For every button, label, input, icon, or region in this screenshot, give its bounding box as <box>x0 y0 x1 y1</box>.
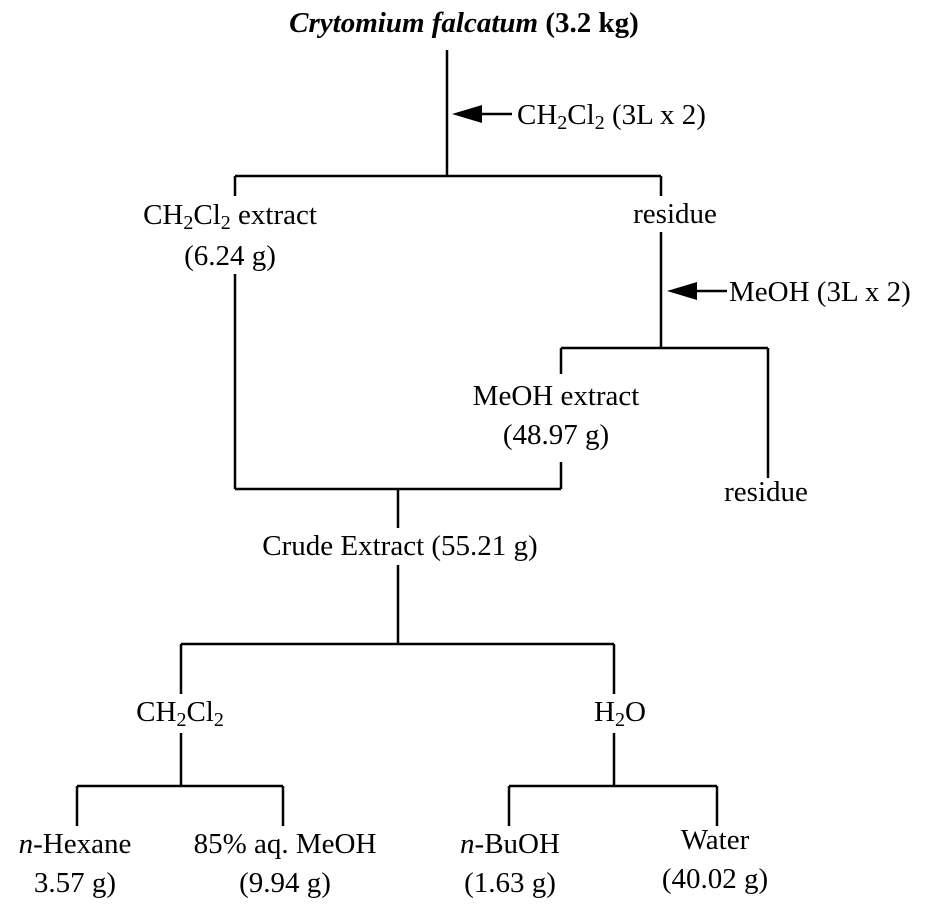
water-fraction-label: Water <box>680 824 750 856</box>
meoh-arrow-head <box>667 282 697 300</box>
ch2cl2-extract-mass: (6.24 g) <box>184 240 276 272</box>
hexane-fraction-label: n-Hexane <box>18 828 132 860</box>
starting-mass: (3.2 kg) <box>545 7 639 39</box>
residue-1-label: residue <box>633 198 717 230</box>
partition-ch2cl2-label: CH2Cl2 <box>136 696 224 731</box>
buoh-fraction-label: n-BuOH <box>460 828 560 860</box>
step2-amount: (3L x 2) <box>816 276 911 308</box>
meoh-extract-mass: (48.97 g) <box>502 419 610 451</box>
buoh-fraction-mass: (1.63 g) <box>464 867 556 899</box>
hexane-fraction-mass: 3.57 g) <box>33 867 117 899</box>
ch2cl2-arrow-head <box>452 105 482 123</box>
species-name: Crytomium falcatum <box>289 7 539 39</box>
step1-solvent-label: CH2Cl2 (3L x 2) <box>517 99 706 134</box>
aq-meoh-fraction-label: 85% aq. MeOH <box>193 828 377 860</box>
meoh-extract-label: MeOH extract <box>472 380 640 412</box>
residue-2-label: residue <box>724 476 808 508</box>
water-fraction-mass: (40.02 g) <box>661 863 769 895</box>
diagram-title: Crytomium falcatum (3.2 kg) <box>246 4 682 42</box>
step1-amount: (3L x 2) <box>611 99 706 131</box>
crude-extract-label: Crude Extract (55.21 g) <box>262 530 538 562</box>
step2-solvent-label: MeOH (3L x 2) <box>729 276 911 308</box>
aq-meoh-fraction-mass: (9.94 g) <box>239 867 331 899</box>
ch2cl2-extract-label: CH2Cl2 extract <box>143 199 317 234</box>
partition-h2o-label: H2O <box>594 696 646 731</box>
